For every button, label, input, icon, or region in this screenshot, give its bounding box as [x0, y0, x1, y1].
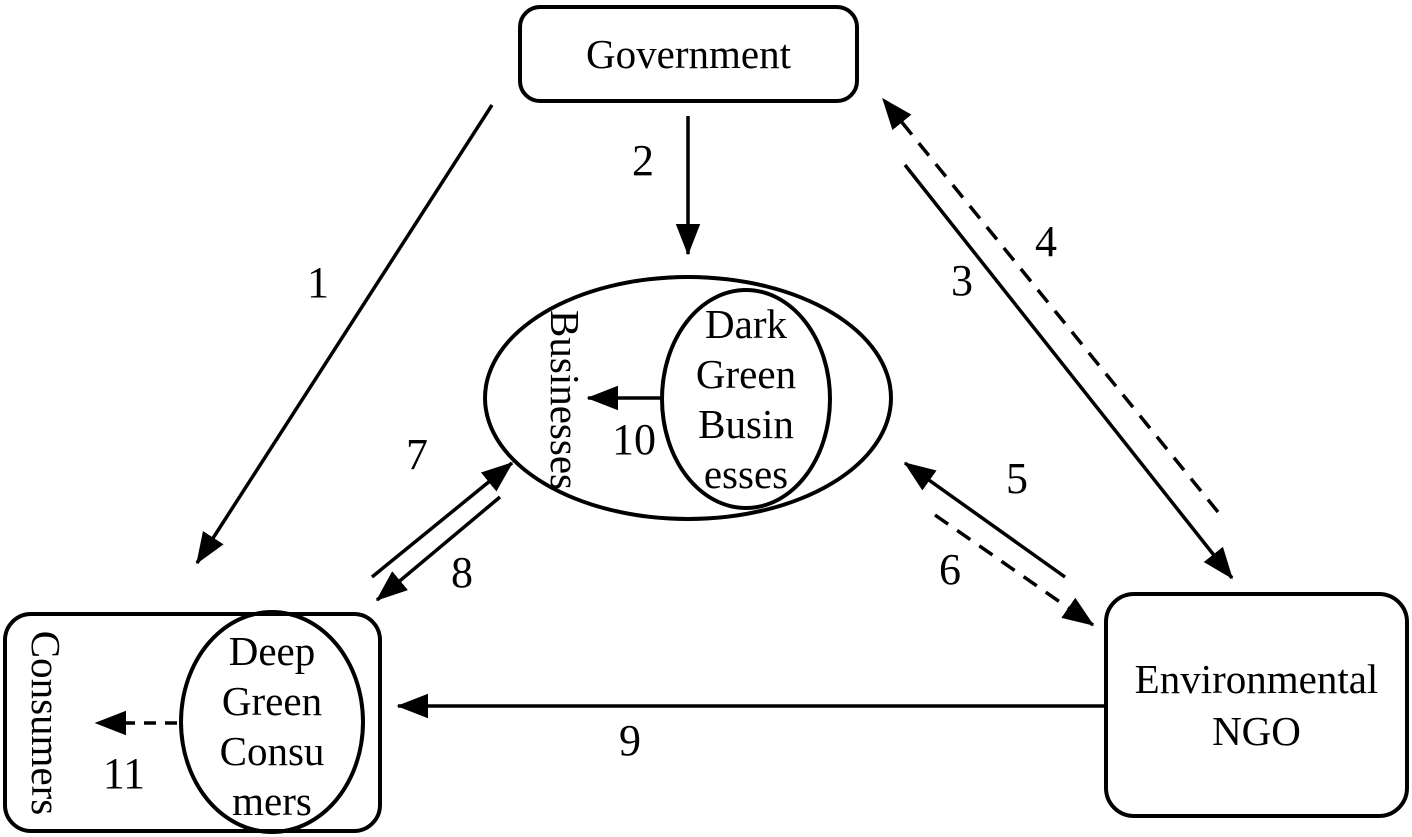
node-dark-green-businesses: Dark Green Busin esses — [660, 288, 832, 510]
node-deep-green-consumers-line: mers — [232, 778, 312, 824]
node-environmental-ngo-line: Environmental — [1134, 656, 1379, 702]
arrow-1-label: 1 — [307, 258, 329, 307]
arrow-6-line — [934, 513, 1095, 627]
node-consumers-label: Consumers — [23, 630, 69, 816]
node-deep-green-consumers-line: Green — [221, 678, 323, 724]
arrow-5-label: 5 — [1006, 454, 1028, 503]
node-environmental-ngo-line: NGO — [1212, 708, 1301, 754]
arrow-1-line — [195, 104, 494, 565]
node-deep-green-consumers-line: Deep — [228, 628, 316, 674]
node-dark-green-businesses-line: esses — [703, 451, 789, 497]
node-businesses-ellipse — [483, 275, 893, 521]
node-dark-green-businesses-line: Green — [695, 351, 797, 397]
arrow-8-line — [375, 495, 502, 602]
node-government-label: Government — [586, 31, 791, 77]
node-businesses-label: Businesses — [542, 310, 588, 490]
arrow-11-label: 11 — [102, 749, 146, 798]
arrow-2-label: 2 — [632, 136, 654, 185]
node-environmental-ngo: Environmental NGO — [1104, 592, 1409, 818]
arrow-8-label: 8 — [451, 548, 473, 597]
arrow-10-label: 10 — [612, 415, 656, 464]
arrow-3-label: 3 — [951, 256, 973, 305]
arrow-9-label: 9 — [619, 716, 641, 765]
node-dark-green-businesses-line: Dark — [705, 301, 787, 347]
node-deep-green-consumers-line: Consu — [219, 728, 325, 774]
arrow-7-label: 7 — [406, 430, 428, 479]
node-dark-green-businesses-line: Busin — [698, 401, 794, 447]
arrow-7-line — [370, 461, 514, 579]
arrow-6-label: 6 — [939, 545, 961, 594]
node-government: Government — [518, 5, 859, 103]
arrow-3-line — [903, 163, 1234, 580]
arrow-4-line — [881, 97, 1220, 514]
node-consumers-box — [3, 612, 382, 833]
arrow-4-label: 4 — [1035, 217, 1057, 266]
node-deep-green-consumers: Deep Green Consu mers — [179, 610, 365, 834]
arrow-5-line — [903, 461, 1067, 579]
